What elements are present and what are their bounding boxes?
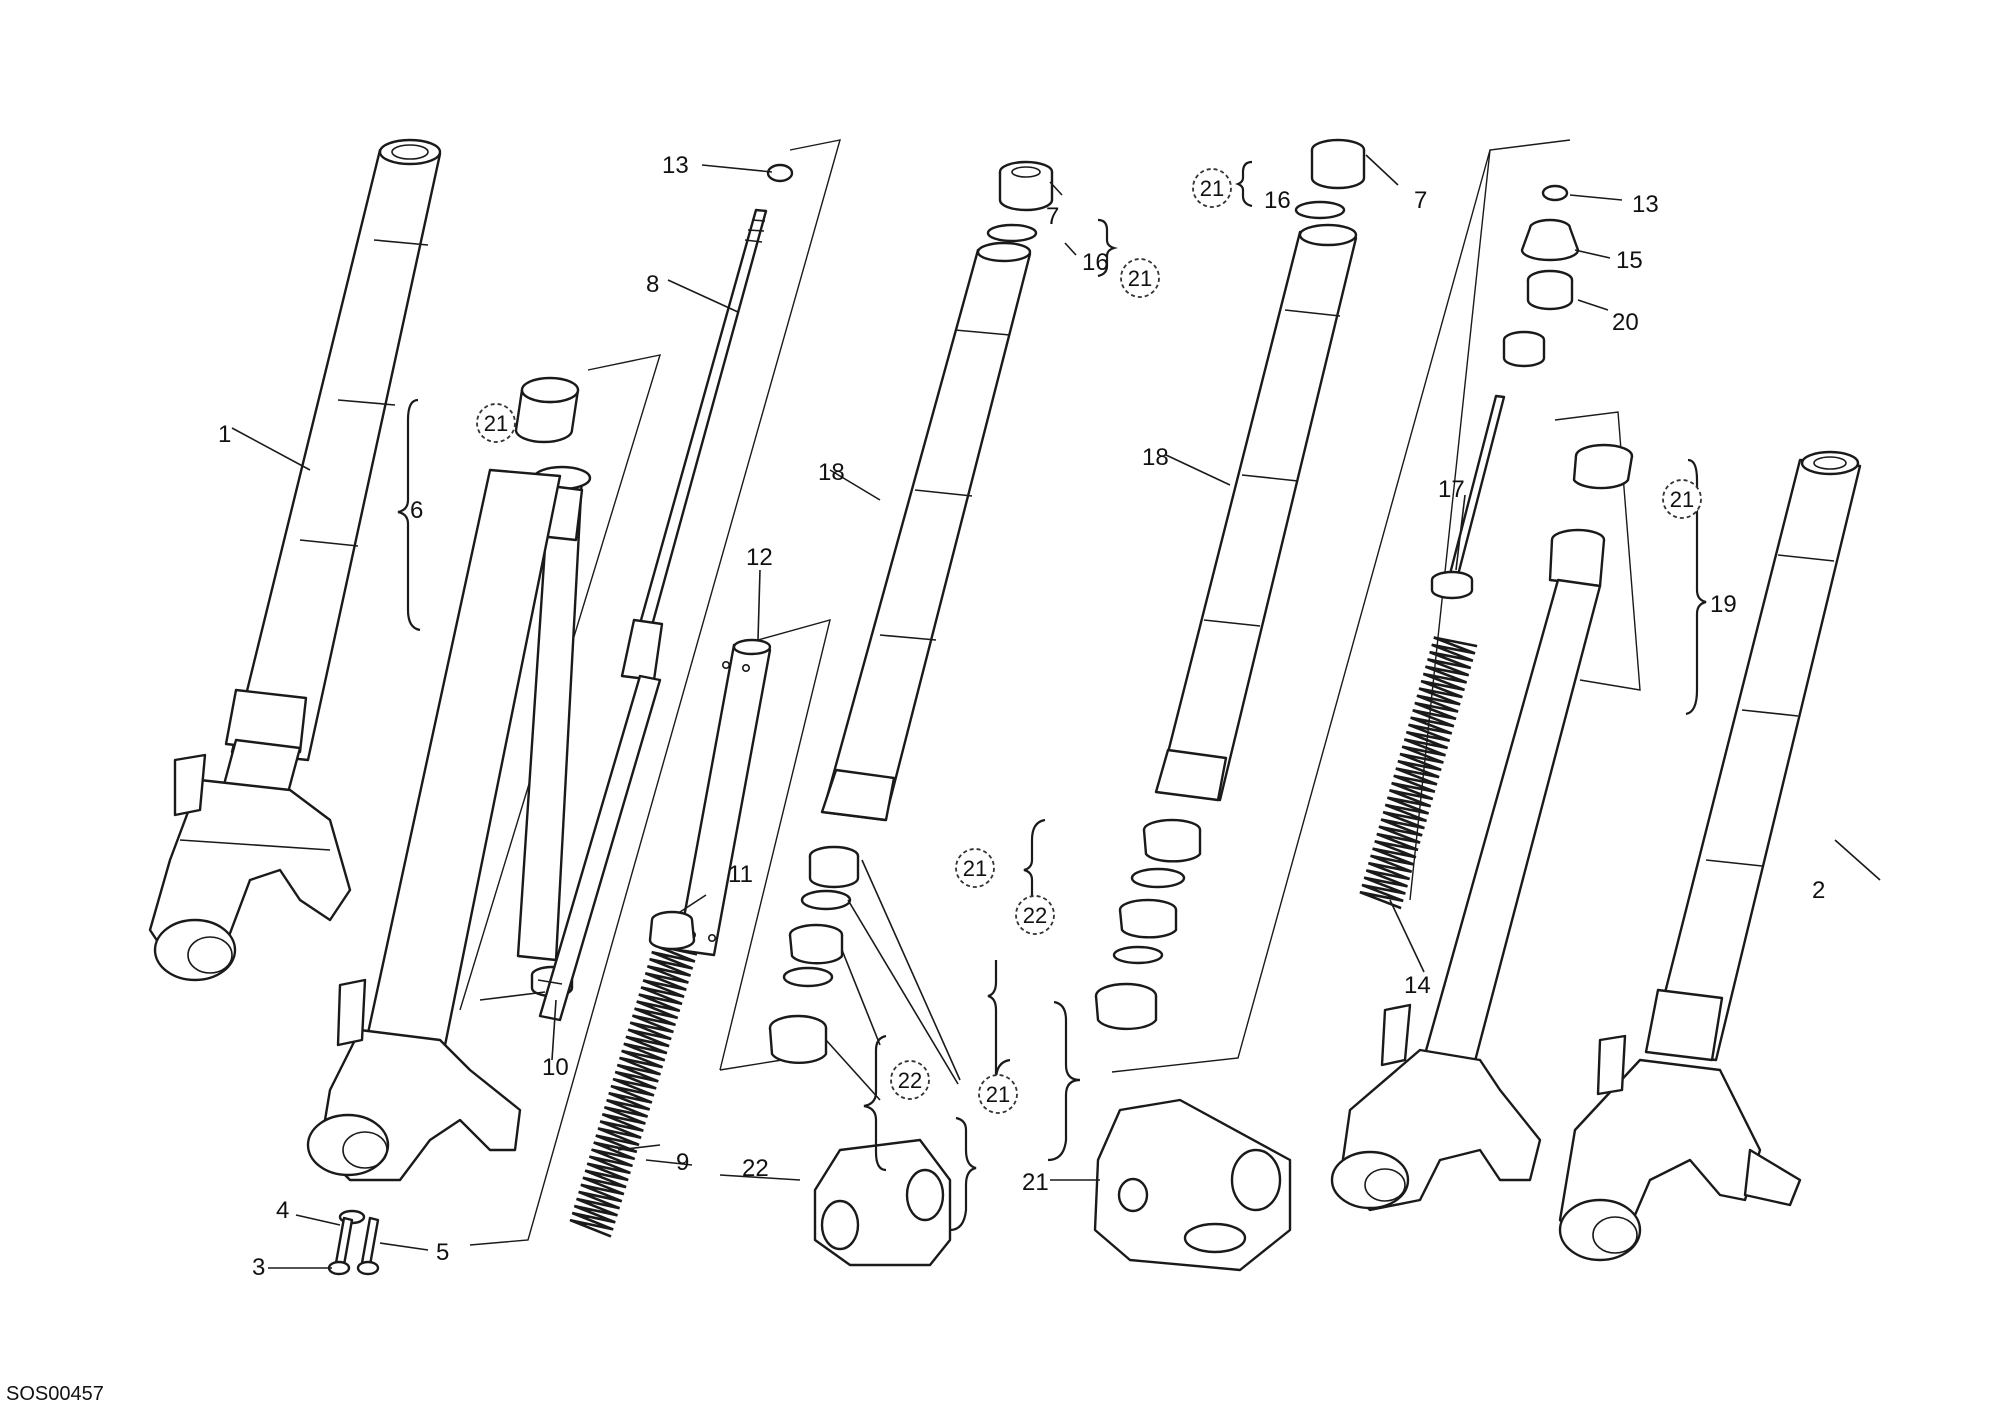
callout-7-right: 7 [1414, 187, 1427, 214]
drawing-code: SOS00457 [6, 1383, 104, 1405]
callout-15: 15 [1616, 247, 1643, 274]
inner-tube-right [1111, 138, 1491, 1073]
damper-rod-right [1409, 139, 1580, 901]
kit-label: 22 [1023, 903, 1047, 928]
callout-16-center: 16 [1082, 249, 1109, 276]
fork-spring-right [1359, 636, 1478, 910]
callout-4: 4 [276, 1197, 289, 1224]
kit-label: 22 [898, 1068, 922, 1093]
kit-marker-21-b: 21 [1120, 258, 1160, 298]
clamp-21 [1093, 1098, 1292, 1272]
kit-marker-22-b: 22 [890, 1060, 930, 1100]
callout-21: 21 [1022, 1169, 1049, 1196]
callout-17: 17 [1438, 476, 1465, 503]
fork-leg-left [148, 138, 442, 982]
rebound-bushing [648, 910, 696, 951]
cartridge-tube [676, 619, 831, 1071]
fork-leg-right [1558, 450, 1862, 1262]
callout-22: 22 [742, 1155, 769, 1182]
kit-marker-22-a: 22 [1015, 895, 1055, 935]
axle-clamp-bolts [327, 1209, 380, 1276]
kit-marker-21-f: 21 [978, 1074, 1018, 1114]
callout-12: 12 [746, 544, 773, 571]
kit-label: 21 [1200, 176, 1224, 201]
center-seal-stack [719, 845, 961, 1101]
callout-13-right: 13 [1632, 191, 1659, 218]
callout-20: 20 [1612, 309, 1639, 336]
group-brackets [397, 160, 1707, 1232]
kit-label: 21 [1670, 487, 1694, 512]
callout-7-center: 7 [1046, 203, 1059, 230]
kit-marker-21-e: 21 [955, 848, 995, 888]
callout-3: 3 [252, 1254, 265, 1281]
callout-16-right: 16 [1264, 187, 1291, 214]
damper-rod [469, 139, 841, 1246]
kit-marker-21-d: 21 [1662, 479, 1702, 519]
right-seal-stack [1094, 818, 1202, 1031]
callout-11: 11 [728, 861, 753, 888]
clamp-22 [813, 1138, 952, 1267]
kit-label: 21 [986, 1082, 1010, 1107]
leader-lines [231, 154, 1881, 1269]
callout-2: 2 [1812, 877, 1825, 904]
callout-9: 9 [676, 1149, 689, 1176]
callout-19: 19 [1710, 591, 1737, 618]
fork-spring-left [569, 943, 698, 1238]
callout-13-left: 13 [662, 152, 689, 179]
kit-marker-21-a: 21 [476, 403, 516, 443]
callout-18-center: 18 [818, 459, 845, 486]
kit-label: 21 [963, 856, 987, 881]
callout-6: 6 [410, 497, 423, 524]
callout-5: 5 [436, 1239, 449, 1266]
outer-tube-assembly [306, 354, 662, 1182]
callout-1: 1 [218, 421, 231, 448]
callout-14: 14 [1404, 972, 1431, 999]
callout-labels: 1 2 3 4 5 6 7 7 8 9 10 11 12 13 13 14 15… [218, 152, 1825, 1281]
kit-label: 21 [484, 411, 508, 436]
callout-8: 8 [646, 271, 659, 298]
inner-tube-center [820, 160, 1054, 822]
outer-tube-right-assembly [1330, 411, 1641, 1212]
kit-marker-21-c: 21 [1192, 168, 1232, 208]
callout-10: 10 [542, 1054, 569, 1081]
kit-label: 21 [1128, 266, 1152, 291]
callout-18-right: 18 [1142, 444, 1169, 471]
